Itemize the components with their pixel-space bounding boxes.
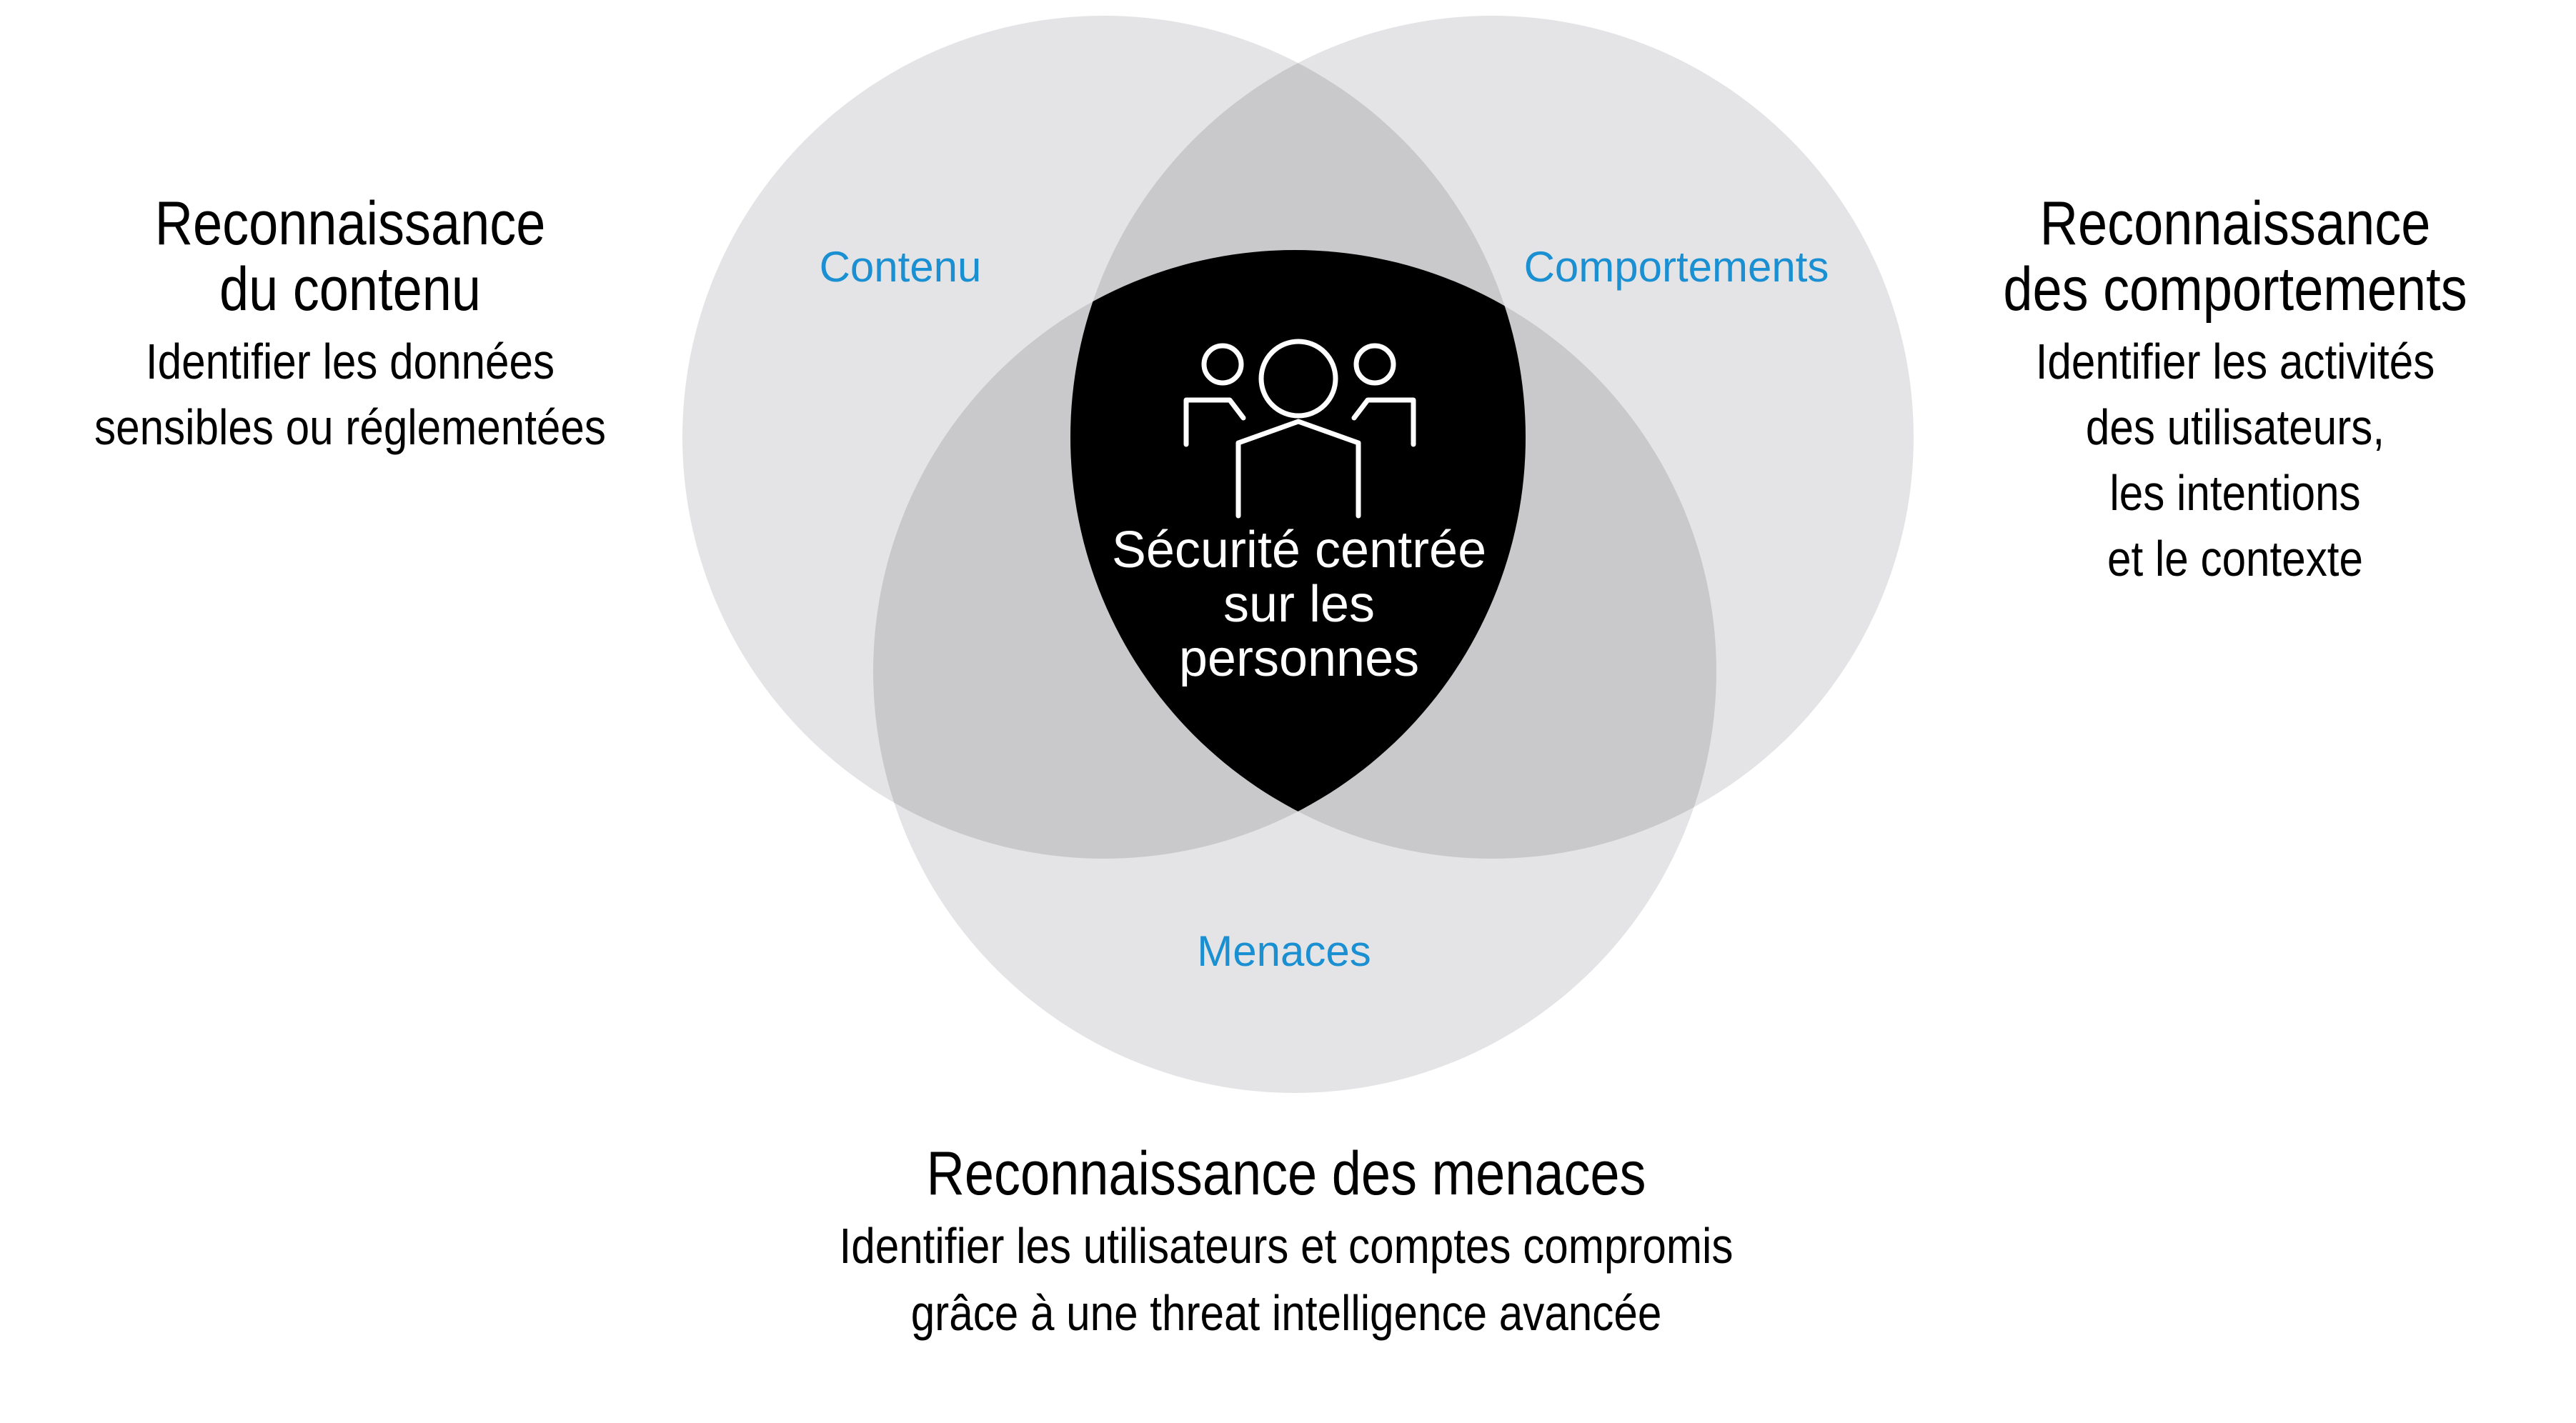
center-line-2: sur les: [1223, 576, 1375, 633]
center-line-1: Sécurité centrée: [1112, 521, 1486, 579]
bottom-desc-2: grâce à une threat intelligence avancée: [911, 1285, 1662, 1341]
right-desc-1: Identifier les activités: [2036, 334, 2435, 389]
bottom-heading: Reconnaissance des menaces: [926, 1139, 1646, 1208]
right-desc-2: des utilisateurs,: [2086, 399, 2384, 455]
right-desc-4: et le contexte: [2107, 531, 2363, 586]
people-group-icon: [1183, 339, 1416, 519]
circle-label-behavior: Comportements: [1524, 243, 1829, 291]
right-heading-1: Reconnaissance: [2040, 189, 2431, 258]
left-desc-1: Identifier les données: [146, 334, 555, 389]
left-desc-2: sensibles ou réglementées: [94, 399, 606, 455]
bottom-desc-1: Identifier les utilisateurs et comptes c…: [840, 1218, 1734, 1274]
right-desc-3: les intentions: [2109, 465, 2360, 521]
circle-label-threats: Menaces: [1197, 927, 1371, 975]
right-heading-2: des comportements: [2003, 254, 2467, 324]
center-shield: [1070, 250, 1526, 859]
left-heading-2: du contenu: [219, 254, 481, 324]
circle-label-content: Contenu: [820, 243, 982, 291]
left-heading-1: Reconnaissance: [155, 189, 546, 258]
center-line-3: personnes: [1179, 630, 1419, 687]
